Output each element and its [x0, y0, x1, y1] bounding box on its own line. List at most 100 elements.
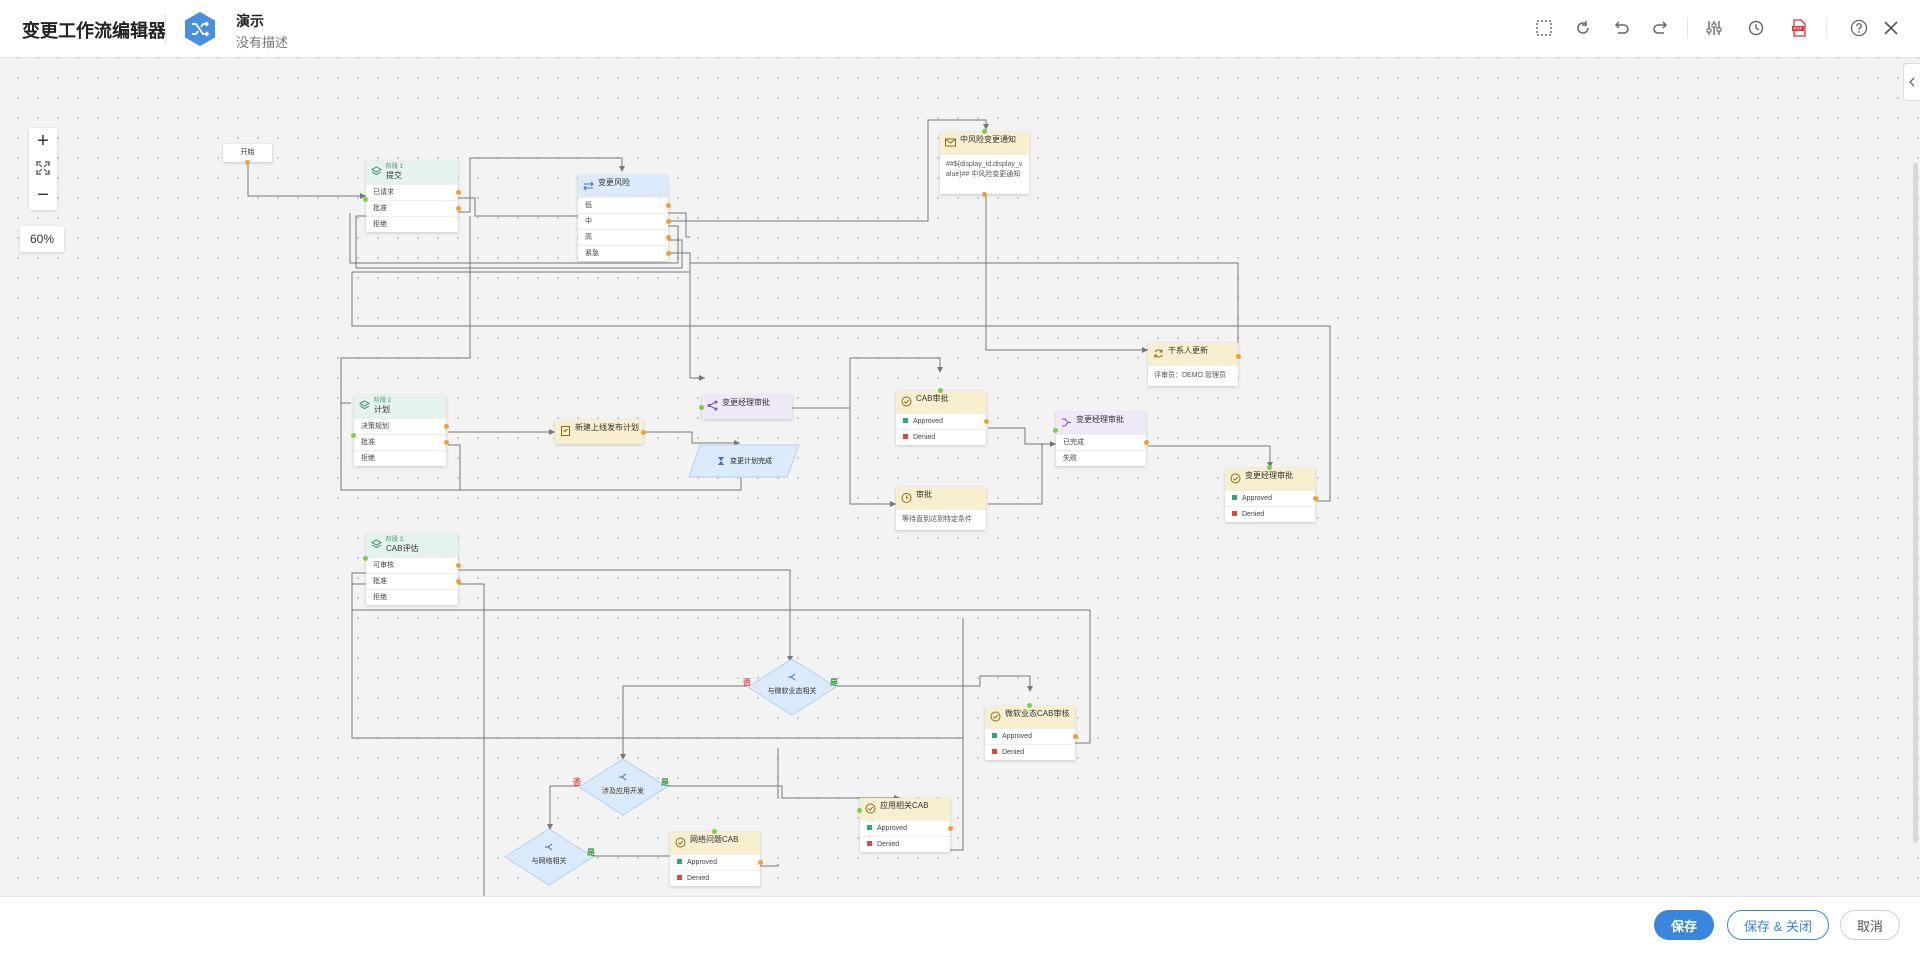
redo-icon[interactable]	[1648, 15, 1674, 41]
output-port[interactable]	[758, 860, 763, 865]
parallel-row[interactable]: 已完成	[1056, 434, 1149, 450]
input-port[interactable]	[982, 129, 987, 134]
output-port[interactable]	[456, 206, 461, 211]
stage-row[interactable]: 已请求	[366, 184, 461, 200]
stage-row[interactable]: 拒绝	[366, 216, 458, 232]
output-port[interactable]	[444, 440, 449, 445]
output-port[interactable]	[1073, 734, 1078, 739]
check-circle-icon	[1230, 473, 1241, 484]
approved-row[interactable]: Approved	[896, 413, 989, 429]
output-port[interactable]	[444, 424, 449, 429]
save-close-button[interactable]: 保存 & 关闭	[1727, 910, 1829, 940]
manager-approval-node[interactable]: 变更经理审批	[699, 395, 792, 419]
approved-row[interactable]: Approved	[985, 728, 1078, 744]
task-node[interactable]: 新建上线发布计划	[555, 420, 646, 444]
output-port[interactable]	[666, 235, 671, 240]
decision-node-app-dev[interactable]: 涉及应用开发 否 是	[573, 758, 669, 816]
input-port[interactable]	[1027, 703, 1032, 708]
stage-row[interactable]: 拒绝	[354, 450, 446, 466]
refresh-icon[interactable]	[1570, 15, 1596, 41]
approved-row[interactable]: Approved	[1225, 490, 1318, 506]
denied-row[interactable]: Denied	[985, 744, 1075, 760]
parallel-row[interactable]: 失败	[1056, 450, 1146, 466]
zoom-out-button[interactable]: −	[37, 183, 49, 206]
close-icon[interactable]	[1878, 15, 1904, 41]
risk-condition-node[interactable]: 变更风险 低 中 高 紧急	[578, 175, 671, 261]
timer-node-shape[interactable]	[688, 444, 800, 478]
app-cab-node[interactable]: 应用相关CAB Approved Denied	[857, 798, 953, 852]
workflow-name[interactable]: 演示	[236, 13, 264, 29]
fit-screen-icon[interactable]	[29, 155, 57, 181]
timer-node[interactable]: 变更计划完成	[700, 448, 788, 474]
stage-row[interactable]: 批准	[366, 573, 461, 589]
check-circle-icon	[901, 396, 912, 407]
output-port[interactable]	[1313, 496, 1318, 501]
workflow-description[interactable]: 没有描述	[236, 35, 289, 50]
condition-row[interactable]: 高	[578, 229, 671, 245]
stage-node-1[interactable]: 阶段 1 提交 已请求 批准 拒绝	[363, 161, 461, 232]
input-port[interactable]	[1053, 428, 1058, 433]
output-port[interactable]	[666, 219, 671, 224]
output-port[interactable]	[666, 203, 671, 208]
input-port[interactable]	[699, 405, 704, 410]
denied-row[interactable]: Denied	[670, 870, 760, 886]
output-port[interactable]	[456, 579, 461, 584]
input-port[interactable]	[363, 556, 368, 561]
parallel-node[interactable]: 变更经理审批 已完成 失败	[1053, 412, 1149, 466]
decision-node-network[interactable]: 与网络相关 是	[504, 828, 595, 886]
save-button[interactable]: 保存	[1654, 910, 1714, 940]
stage-row[interactable]: 批准	[354, 434, 449, 450]
input-port[interactable]	[712, 829, 717, 834]
denied-row[interactable]: Denied	[860, 836, 950, 852]
output-port[interactable]	[1144, 440, 1149, 445]
stakeholder-update-node[interactable]: 干系人更新 评审员：DEMO.管理员	[1148, 343, 1241, 386]
output-port[interactable]	[641, 430, 646, 435]
cab-approval-node[interactable]: CAB审批 Approved Denied	[896, 388, 989, 445]
manager-approval-node-2[interactable]: 变更经理审批 Approved Denied	[1225, 465, 1318, 522]
denied-row[interactable]: Denied	[896, 429, 986, 445]
history-icon[interactable]	[1743, 15, 1769, 41]
output-port[interactable]	[984, 419, 989, 424]
cancel-button[interactable]: 取消	[1840, 910, 1900, 940]
select-icon[interactable]	[1531, 15, 1557, 41]
stage-row[interactable]: 可审核	[366, 557, 461, 573]
condition-row[interactable]: 紧急	[578, 245, 671, 261]
stage-node-3[interactable]: 阶段 3 CAB评估 可审核 批准 拒绝	[363, 534, 461, 605]
stage-row[interactable]: 决策规划	[354, 418, 449, 434]
input-port[interactable]	[363, 197, 368, 202]
input-port[interactable]	[938, 388, 943, 393]
start-node[interactable]: 开始	[223, 144, 272, 165]
output-port[interactable]	[456, 190, 461, 195]
microsoft-cab-node[interactable]: 微软业态CAB审核 Approved Denied	[985, 703, 1078, 760]
help-icon[interactable]	[1846, 15, 1872, 41]
input-port[interactable]	[1267, 465, 1272, 470]
output-port[interactable]	[948, 826, 953, 831]
output-port[interactable]	[245, 160, 250, 165]
condition-row[interactable]: 中	[578, 213, 671, 229]
wait-node[interactable]: 审批 等待直到达到特定条件	[896, 487, 986, 530]
network-cab-node[interactable]: 网络问题CAB Approved Denied	[670, 829, 763, 886]
output-port[interactable]	[666, 251, 671, 256]
input-port[interactable]	[351, 433, 356, 438]
approved-row[interactable]: Approved	[670, 854, 763, 870]
output-port[interactable]	[982, 192, 987, 197]
pdf-icon[interactable]: PDF	[1786, 15, 1812, 41]
vertical-scrollbar[interactable]	[1913, 163, 1918, 843]
stage-row[interactable]: 拒绝	[366, 589, 458, 605]
output-port[interactable]	[1236, 354, 1241, 359]
workflow-canvas[interactable]: + − 60% 开始 阶段 1 提交 已请求 批准 拒绝 变更风险 低 中 高	[0, 58, 1920, 896]
row-label: 已请求	[373, 189, 394, 196]
stage-node-2[interactable]: 阶段 2 计划 决策规划 批准 拒绝	[351, 395, 449, 466]
stage-row[interactable]: 批准	[366, 200, 461, 216]
output-port[interactable]	[456, 563, 461, 568]
notification-node[interactable]: 中风险变更通知 ##${display_id.display_value}## …	[940, 129, 1029, 197]
undo-icon[interactable]	[1608, 15, 1634, 41]
condition-row[interactable]: 低	[578, 197, 671, 213]
denied-row[interactable]: Denied	[1225, 506, 1315, 522]
decision-node-microsoft[interactable]: 与微软业态相关 否 是	[743, 658, 838, 716]
zoom-in-button[interactable]: +	[37, 129, 49, 152]
collapse-panel-button[interactable]	[1903, 63, 1920, 101]
approved-row[interactable]: Approved	[860, 820, 953, 836]
input-port[interactable]	[857, 808, 862, 813]
settings-sliders-icon[interactable]	[1701, 15, 1727, 41]
